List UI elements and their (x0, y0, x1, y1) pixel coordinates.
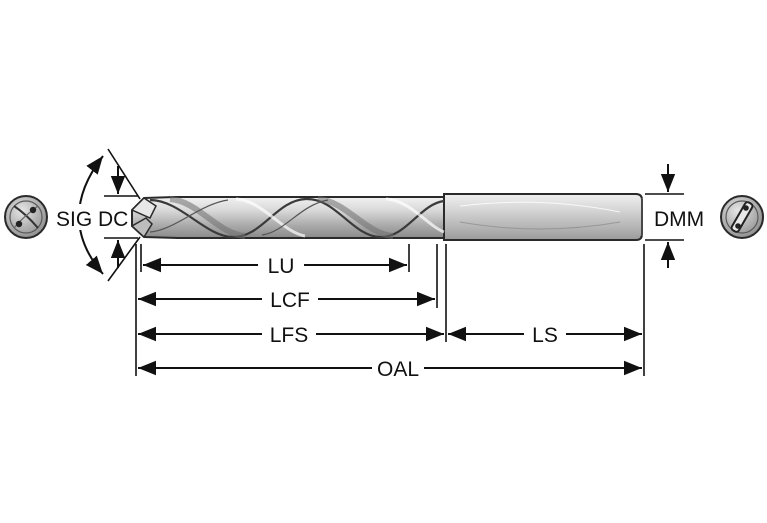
lcf-label: LCF (270, 289, 310, 312)
ls-label: LS (532, 324, 558, 347)
sig-label: SIG (56, 208, 92, 231)
dmm-dimension: DMM (645, 164, 714, 268)
dc-dimension: DC (98, 166, 138, 268)
sig-dimension: SIG (56, 148, 141, 282)
drill-shank-end-view-icon (720, 195, 764, 239)
extension-lines (135, 244, 645, 376)
drill-tip-end-view-icon (4, 195, 48, 239)
dmm-label: DMM (654, 208, 704, 231)
ls-dimension: LS (448, 321, 642, 347)
drill-body (130, 193, 643, 241)
oal-label: OAL (377, 358, 419, 381)
lu-dimension: LU (143, 252, 407, 278)
lcf-dimension: LCF (138, 286, 435, 312)
dc-label: DC (98, 208, 128, 231)
lu-label: LU (268, 255, 295, 278)
oal-dimension: OAL (138, 355, 642, 381)
lfs-label: LFS (270, 324, 309, 347)
lfs-dimension: LFS (138, 321, 444, 347)
